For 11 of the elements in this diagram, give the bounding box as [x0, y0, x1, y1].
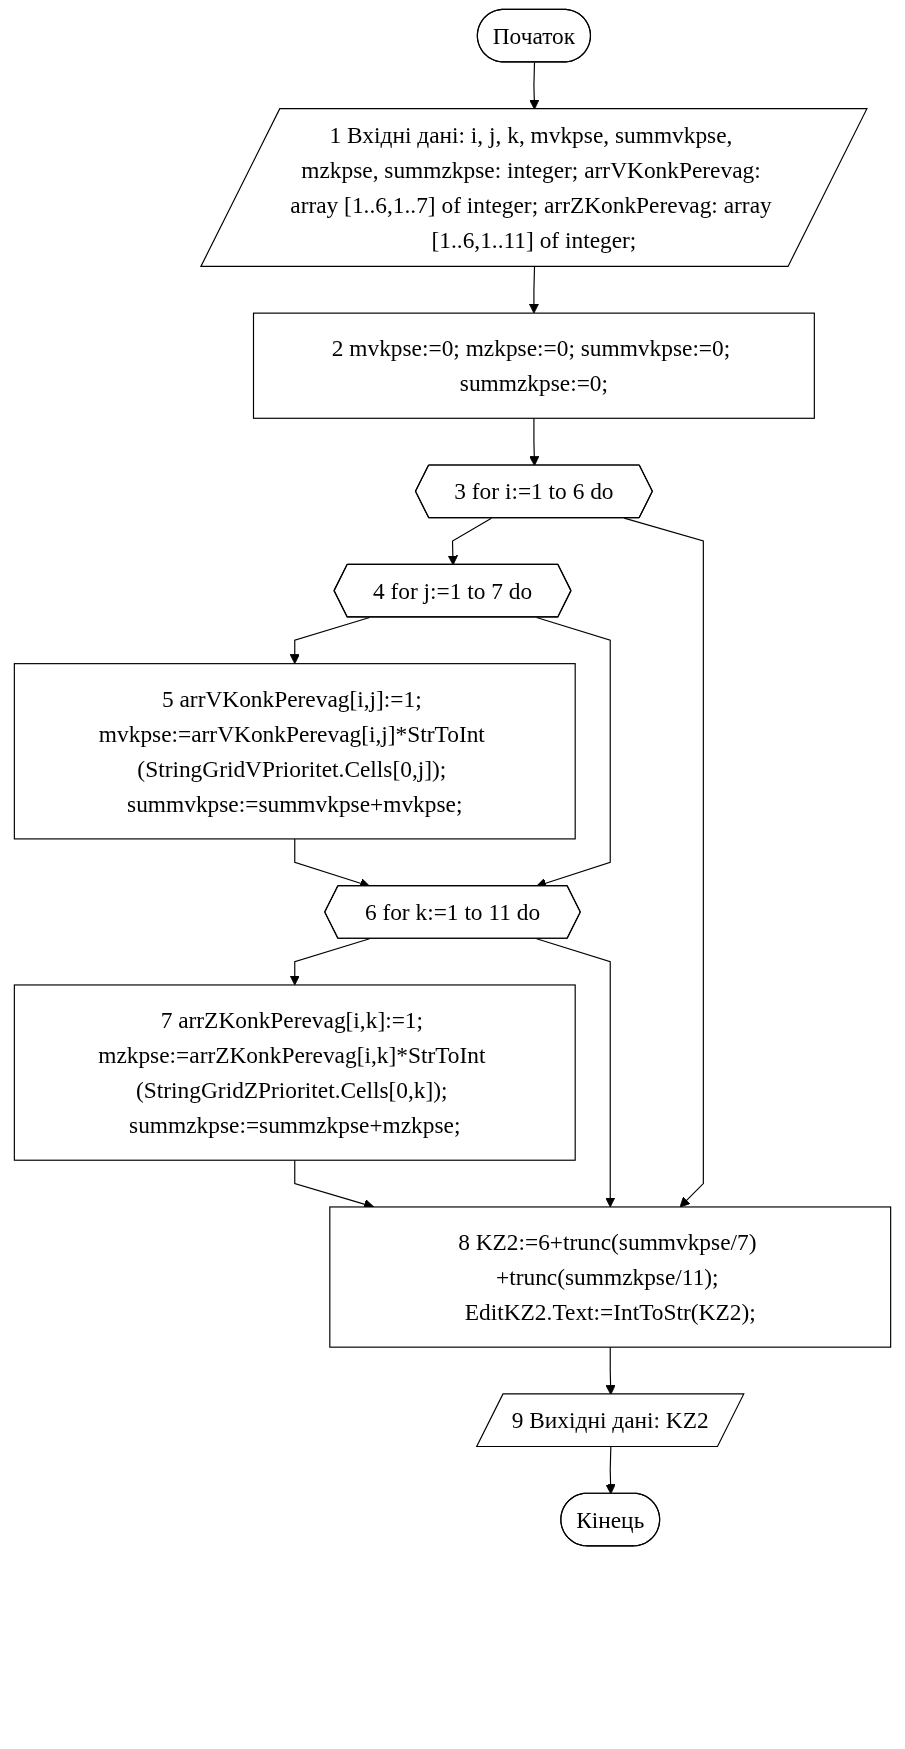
node-box: 2 mvkpse:=0; mzkpse:=0; summvkpse:=0; summzkpse:=0; — [252, 312, 815, 419]
arrow — [528, 266, 540, 314]
node-box: 8 KZ2:=6+trunc(summvkpse/7) +trunc(summzkpse/11); EditKZ2.Text:=IntToStr(KZ2); — [329, 1206, 892, 1348]
node-box: 7 arrZKonkPerevag[i,k]:=1; mzkpse:=arrZKonkPerevag[i,k]*StrToInt (StringGridZPrioritet.Cells[0,k]); summzkpse:=summzkpse+mzkpse; — [13, 984, 576, 1161]
arrow — [289, 616, 371, 665]
node-box: 5 arrVKonkPerevag[i,j]:=1; mvkpse:=arrVKonkPerevag[i,j]*StrToInt (StringGridVPrioritet.Cells[0,j]); summvkpse:=summvkpse+mvkpse; — [13, 663, 576, 840]
arrow — [529, 417, 540, 467]
arrow — [605, 1446, 616, 1495]
arrow — [623, 517, 704, 1208]
arrow — [536, 938, 616, 1208]
arrow — [447, 517, 492, 566]
